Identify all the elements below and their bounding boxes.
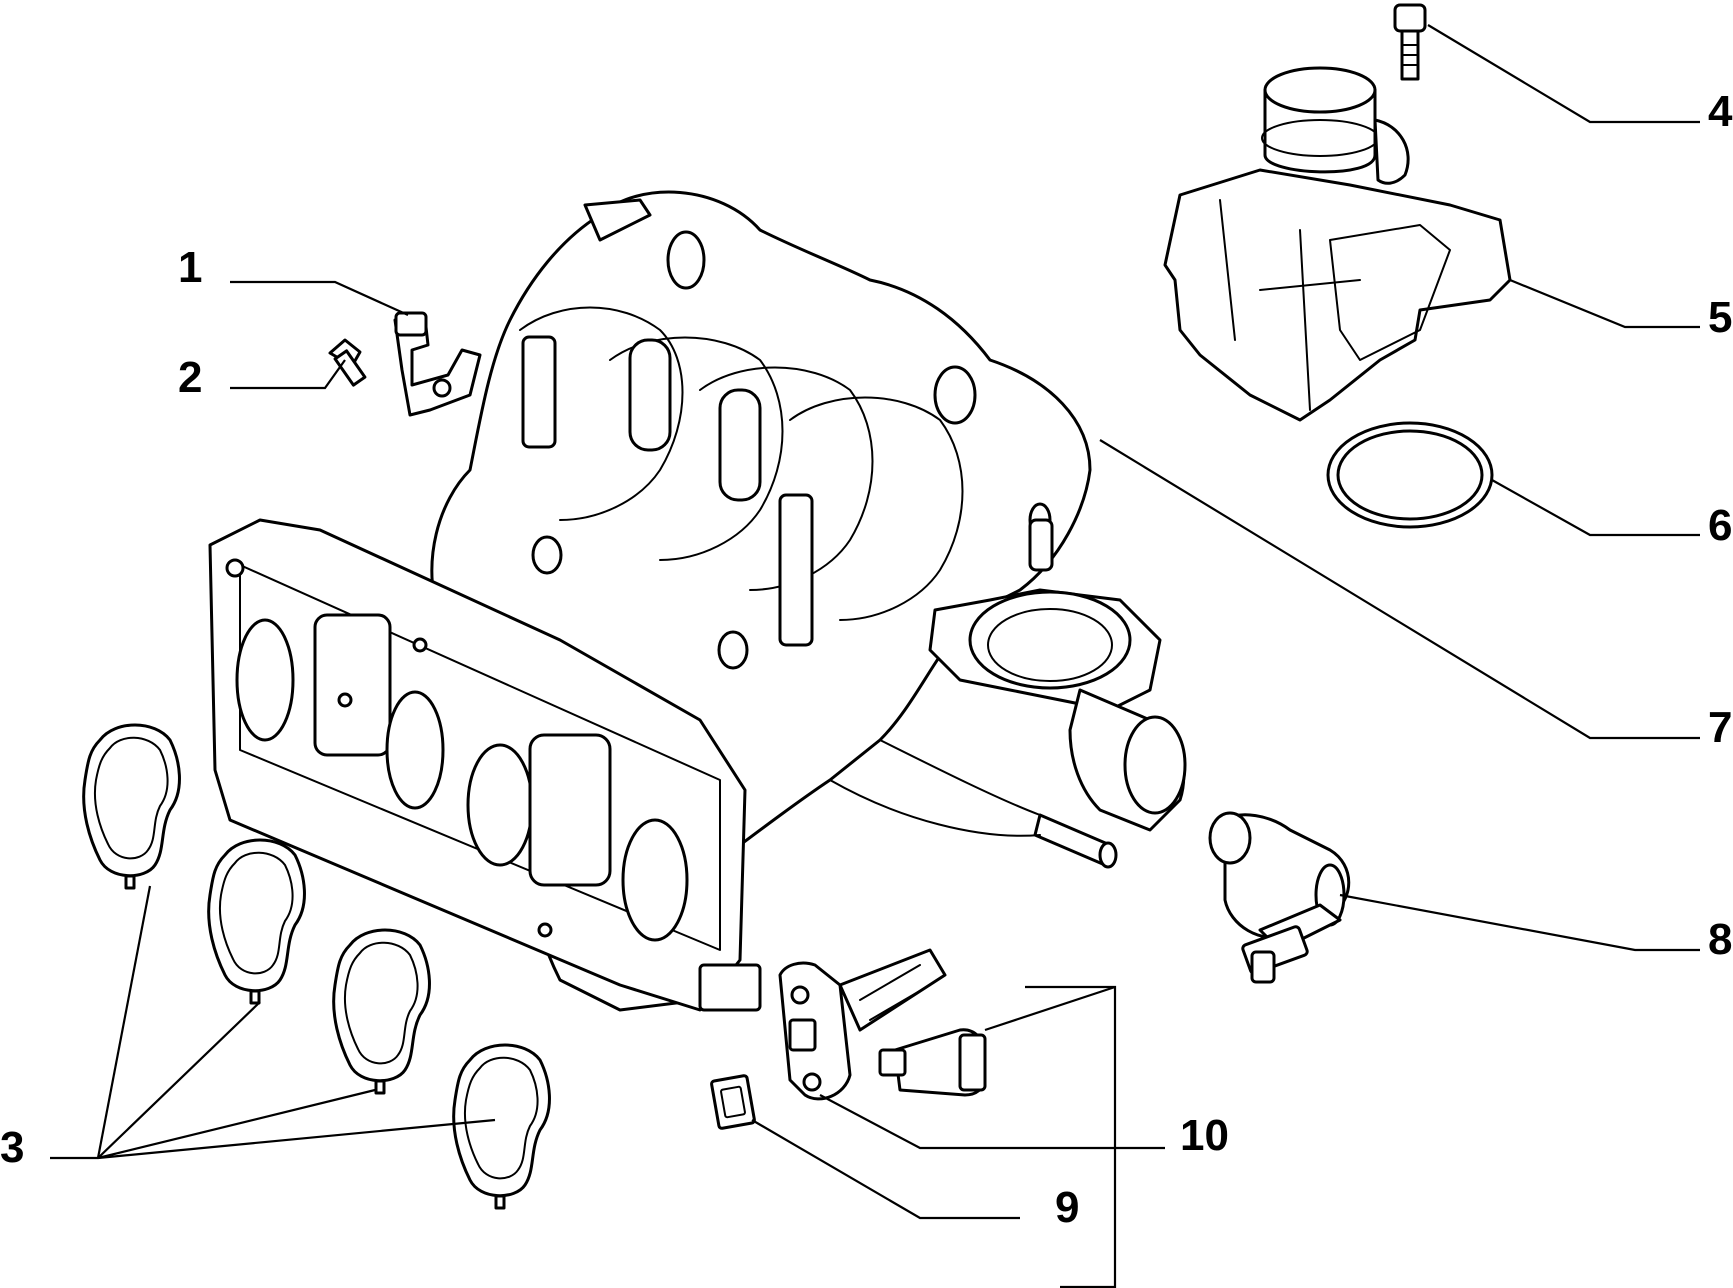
callout-10: 10 xyxy=(1180,1111,1229,1160)
throttle-body-part-5 xyxy=(1163,66,1512,422)
callout-8: 8 xyxy=(1708,915,1732,964)
leader-6 xyxy=(1491,479,1700,537)
leader-8 xyxy=(1339,893,1700,952)
leader-10 xyxy=(819,1094,1165,1150)
bolt-part-4 xyxy=(1393,3,1427,81)
leader-5 xyxy=(1509,278,1700,329)
bracket-10 xyxy=(1025,985,1117,1288)
o-ring-part-6 xyxy=(1326,421,1494,529)
gaskets-part-3 xyxy=(82,723,551,1210)
intake-manifold xyxy=(208,190,1187,1012)
bolt-part-2 xyxy=(328,338,367,387)
callout-labels: 1 2 3 4 5 6 7 8 9 10 xyxy=(0,87,1733,1232)
sensor-part-8 xyxy=(1208,811,1351,984)
callout-7: 7 xyxy=(1708,703,1732,752)
callout-3: 3 xyxy=(0,1123,24,1172)
gasket-part-9 xyxy=(710,1074,756,1130)
leader-4 xyxy=(1427,24,1700,124)
leader-1 xyxy=(230,280,409,317)
callout-5: 5 xyxy=(1708,293,1732,342)
callout-1: 1 xyxy=(178,243,202,292)
sensor-flange-part-10 xyxy=(778,948,987,1101)
leader-2 xyxy=(230,359,346,390)
callout-9: 9 xyxy=(1055,1183,1079,1232)
callout-6: 6 xyxy=(1708,501,1732,550)
leader-9 xyxy=(751,1119,1020,1220)
leader-lines xyxy=(50,24,1700,1288)
leader-7 xyxy=(1099,439,1700,740)
callout-4: 4 xyxy=(1708,87,1733,136)
bracket-part-1 xyxy=(393,311,482,417)
callout-2: 2 xyxy=(178,353,202,402)
